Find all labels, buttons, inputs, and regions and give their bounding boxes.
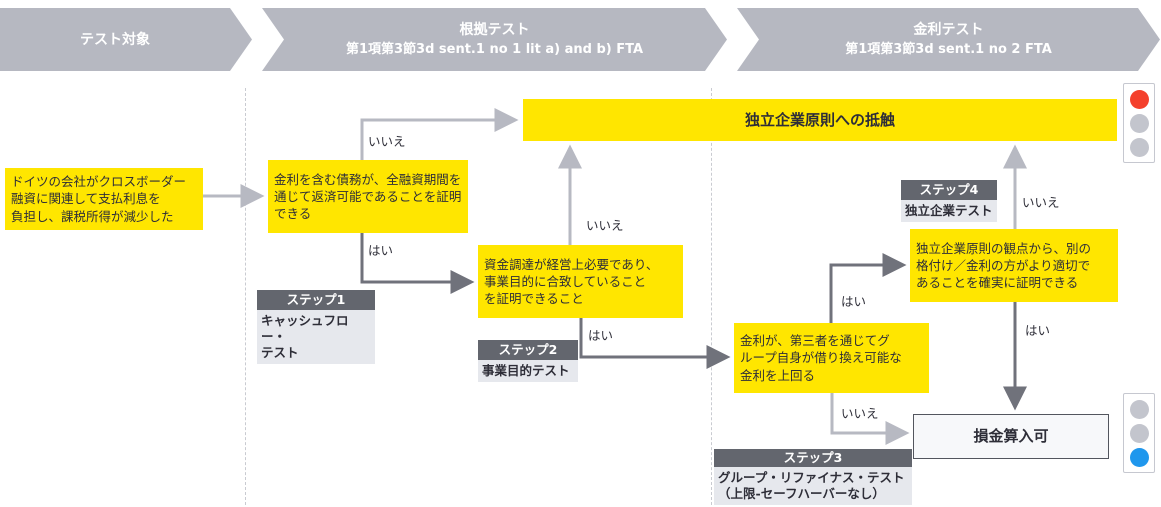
chevron-band-test-target: テスト対象 [0,8,252,71]
gray-lamp-icon [1129,423,1149,443]
flow-box-business-purpose-test: 資金調達が経営上必要であり、 事業目的に合致していること を証明できること [478,245,683,318]
result-box-deductible: 損金算入可 [913,414,1109,459]
band-title: テスト対象 [80,31,150,48]
blue-lamp-icon [1129,447,1149,467]
step3-header: ステップ3 [714,449,912,467]
band-title: 金利テスト [913,22,984,38]
connector-label-yes: はい [368,243,394,258]
step2-name: 事業目的テスト [478,360,578,382]
step3-name: グループ・リファイナス・テスト （上限-セーフハーバーなし） [714,467,912,505]
step4-label: ステップ4 独立企業テスト [901,180,997,222]
chevron-band-interest-test: 金利テスト 第1項第3節3d sent.1 no 2 FTA [737,8,1160,71]
step1-label: ステップ1 キャッシュフロー・ テスト [257,290,375,364]
step4-name: 独立企業テスト [901,200,997,222]
band-subtitle: 第1項第3節3d sent.1 no 2 FTA [845,42,1052,57]
connector-label-yes: はい [1025,323,1051,338]
connector-label-yes: はい [841,294,867,309]
gray-lamp-icon [1129,399,1149,419]
chevron-band-basis-test: 根拠テスト 第1項第3節3d sent.1 no 1 lit a) and b)… [262,8,727,71]
section-divider [245,88,246,505]
traffic-light-deductible [1123,393,1155,473]
connector-label-no: いいえ [368,134,406,149]
step2-header: ステップ2 [478,340,578,360]
connector-label-no: いいえ [1022,195,1060,210]
flow-box-arms-length-test: 独立企業原則の観点から、別の 格付け／金利の方がより適切で あることを確実に証明… [910,229,1118,302]
connector-label-no: いいえ [841,406,879,421]
flow-box-start: ドイツの会社がクロスボーダー 融資に関連して支払利息を 負担し、課税所得が減少し… [5,168,203,230]
connector-label-no: いいえ [586,218,624,233]
red-lamp-icon [1129,89,1149,109]
band-subtitle: 第1項第3節3d sent.1 no 1 lit a) and b) FTA [345,42,644,57]
band-title: 根拠テスト [459,22,530,38]
step4-header: ステップ4 [901,180,997,200]
gray-lamp-icon [1129,113,1149,133]
section-divider [711,88,712,505]
violation-banner: 独立企業原則への抵触 [523,99,1117,141]
step2-label: ステップ2 事業目的テスト [478,340,578,382]
step1-header: ステップ1 [257,290,375,310]
step3-label: ステップ3 グループ・リファイナス・テスト （上限-セーフハーバーなし） [714,449,912,505]
flow-box-group-refinance-test: 金利が、第三者を通じてグ ループ自身が借り換え可能な 金利を上回る [734,323,929,393]
connector-label-yes: はい [588,328,614,343]
step1-name: キャッシュフロー・ テスト [257,310,375,364]
gray-lamp-icon [1129,137,1149,157]
traffic-light-violation [1123,83,1155,163]
flow-box-cashflow-test: 金利を含む債務が、全融資期間を 通じて返済可能であることを証明 できる [268,160,468,233]
